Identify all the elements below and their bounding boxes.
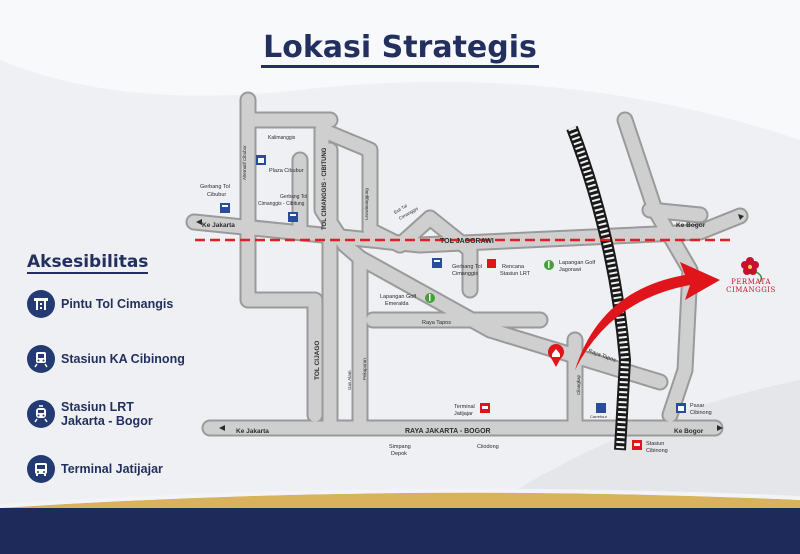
place-label-golf-emeralda-2: Emeralda [385, 301, 409, 307]
golf-icon [425, 293, 435, 303]
place-label-rencana-stasiun-lrt-2: Stasiun LRT [500, 271, 531, 277]
lrt-station-icon [487, 259, 496, 268]
place-label-terminal-jatijajar-2: Jatijajar [454, 411, 473, 417]
supermarket-icon [596, 403, 606, 413]
road-label-tol-cijago: TOL CIJAGO [314, 341, 321, 381]
place-label-gerbang-tol-cimanggis-2: Cimanggis [452, 271, 478, 277]
road-label-tol-cimanggis-cibitung: TOL CIMANGGIS - CIBITUNG [322, 147, 328, 230]
place-label-gerbang-tol-cibubur-2: Cibubur [207, 192, 226, 198]
accessibility-label: Terminal Jatijajar [61, 462, 163, 476]
road-label-kalimanggis: Kalimanggis [268, 135, 296, 141]
permata-cimanggis-logo: PERMATA CIMANGGIS [718, 278, 784, 294]
accessibility-item-toll: Pintu Tol Cimangis [27, 290, 173, 318]
place-label-pasar-cibinong: Pasar [690, 403, 705, 409]
road-label-cilangkap: Cilangkap [576, 374, 581, 395]
place-label-plaza-cibubur: Plaza Cibubur [269, 168, 304, 174]
arrow-right-icon [738, 214, 744, 220]
permata-cimanggis-logo-icon [741, 257, 763, 283]
road-label-alternatif-cibubur: Alternatif Cibubur [242, 145, 247, 180]
toll-gate-icon [288, 212, 298, 222]
road-label-gas-alam: Gas Alam [347, 370, 352, 390]
road-label-leuwinanggung: Leuwinanggung [364, 188, 369, 220]
road-label-tol-jagorawi: TOL JAGORAWI [440, 238, 494, 245]
road-label-ke-jakarta-bottom: Ke Jakarta [236, 428, 269, 435]
terminal-icon [480, 403, 490, 413]
accessibility-item-bus: Terminal Jatijajar [27, 455, 163, 483]
logo-text-line-2: CIMANGGIS [726, 286, 776, 294]
place-label-rencana-stasiun-lrt: Rencana [502, 264, 525, 270]
toll-gate-icon [220, 203, 230, 213]
accessibility-label: Stasiun KA Cibinong [61, 352, 185, 366]
road-label-raya-jakarta-bogor: RAYA JAKARTA - BOGOR [405, 428, 491, 435]
place-label-gerbang-tol-cimanggis-cibitung: Gerbang Tol [280, 194, 307, 200]
place-label-golf-jagorawi: Lapangan Golf [559, 260, 596, 266]
place-label-simpang-depok: Simpang [389, 444, 411, 450]
place-label-stasiun-cibinong: Stasiun [646, 441, 664, 447]
arrow-left-icon [196, 219, 202, 225]
station-icon [632, 440, 642, 450]
place-label-terminal-jatijajar: Terminal [454, 404, 475, 410]
mall-icon [256, 155, 266, 165]
place-label-ciiodong: Ciiodong [477, 444, 499, 450]
footer-gold-band [0, 492, 800, 508]
road-label-ke-jakarta-top: Ke Jakarta [202, 222, 235, 229]
accessibility-item-train: Stasiun KA Cibinong [27, 345, 185, 373]
arrow-left-icon [219, 425, 225, 431]
home-location-pin-icon [548, 344, 564, 367]
place-label-carrefour: Carrefour [590, 414, 608, 419]
place-label-simpang-depok-2: Depok [391, 451, 407, 457]
place-label-stasiun-cibinong-2: Cibinong [646, 448, 668, 454]
lrt-train-icon [27, 400, 55, 428]
place-label-gerbang-tol-cimanggis: Gerbang Tol [452, 264, 482, 270]
toll-road-icon [27, 290, 55, 318]
road-label-pekapuran: Pekapuran [362, 358, 367, 380]
road-label-ke-bogor-bottom: Ke Bogor [674, 428, 704, 435]
accessibility-heading: Aksesibilitas [27, 252, 149, 274]
place-label-exit-tol: Exit Tol [393, 203, 408, 215]
logo-text-line-1: PERMATA [731, 278, 771, 286]
page-title: Lokasi Strategis [0, 30, 800, 68]
train-icon [27, 345, 55, 373]
place-label-gerbang-tol-cimanggis-cibitung-2: Cimanggis - Cibitung [258, 201, 305, 207]
toll-gate-icon [432, 258, 442, 268]
place-label-golf-jagorawi-2: Jagorawi [559, 267, 581, 273]
road-label-raya-tapos: Raya Tapos [422, 320, 451, 326]
bus-icon [27, 455, 55, 483]
place-label-gerbang-tol-cibubur: Gerbang Tol [200, 184, 230, 190]
market-icon [676, 403, 686, 413]
road-label-ke-bogor-top: Ke Bogor [676, 222, 706, 229]
accessibility-item-lrt: Stasiun LRT Jakarta - Bogor [27, 400, 181, 428]
footer-bar [0, 508, 800, 554]
accessibility-label: Stasiun LRT Jakarta - Bogor [61, 400, 153, 428]
golf-icon [544, 260, 554, 270]
place-label-pasar-cibinong-2: Cibinong [690, 410, 712, 416]
arrow-right-icon [717, 425, 723, 431]
place-label-golf-emeralda: Lapangan Golf [380, 294, 417, 300]
accessibility-label: Pintu Tol Cimangis [61, 297, 174, 311]
